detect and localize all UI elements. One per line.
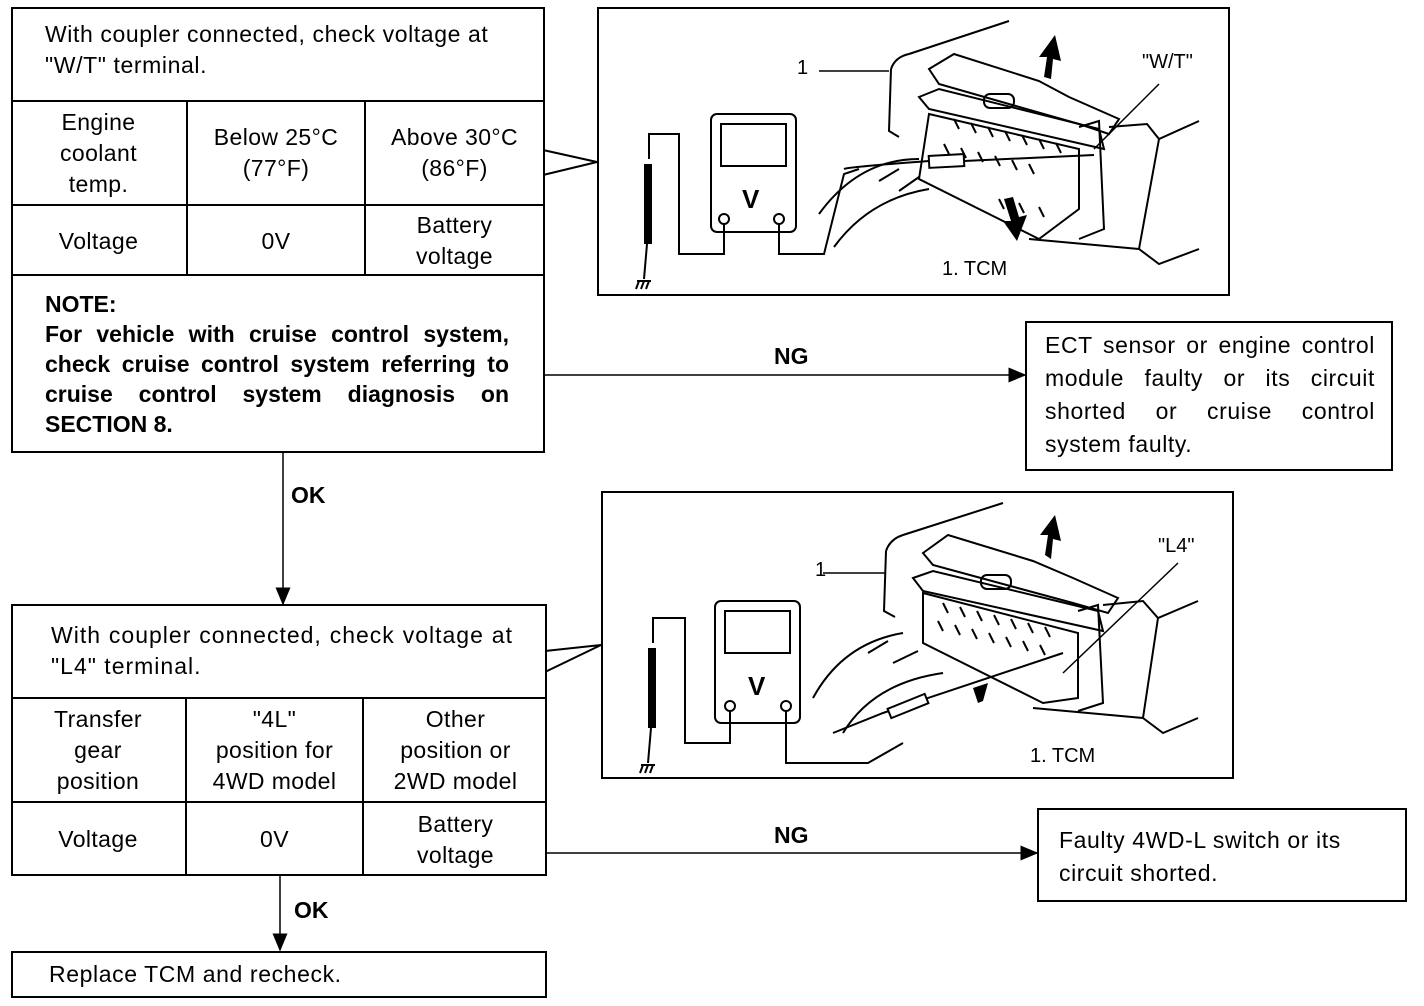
pull-down-arrow — [973, 683, 988, 703]
final-result-box: Replace TCM and recheck. — [11, 951, 547, 998]
pull-up-arrow — [1040, 515, 1061, 559]
voltmeter-lead-negative — [652, 617, 731, 744]
final-result-text: Replace TCM and recheck. — [49, 961, 342, 987]
step1-row-below-value: 0V — [188, 206, 366, 276]
step1-header-label: Engine coolant temp. — [11, 102, 188, 206]
step1-table: Engine coolant temp. Below 25°C (77°F) A… — [11, 100, 545, 276]
figure1-meter-label: V — [742, 184, 760, 214]
step1-row-above-value: Battery voltage — [416, 212, 493, 269]
voltmeter-display — [724, 610, 791, 654]
probe-lead — [832, 652, 1064, 734]
step2-row-label: Voltage — [11, 803, 187, 876]
ok1-label: OK — [291, 482, 326, 508]
step1-instruction: With coupler connected, check voltage at… — [45, 21, 489, 78]
figure2-caption: 1. TCM — [1030, 745, 1096, 767]
ground-symbol — [635, 280, 651, 290]
ok2-label: OK — [294, 897, 329, 923]
step2-box: With coupler connected, check voltage at… — [11, 604, 547, 876]
step2-header-label: Transfer gear position — [11, 699, 187, 803]
tcm-housing — [887, 20, 1010, 138]
step1-box: With coupler connected, check voltage at… — [11, 7, 545, 453]
figure1-caption: 1. TCM — [942, 258, 1008, 280]
figure1-terminal-label: "W/T" — [1142, 51, 1193, 73]
step2-header-other: Other position or 2WD model — [364, 699, 547, 803]
figure2-meter-label: V — [748, 671, 766, 701]
pull-down-arrow — [1003, 197, 1027, 241]
probe-lead — [843, 154, 1095, 170]
ground-probe — [644, 164, 652, 244]
figure1-part-number: 1 — [797, 57, 809, 79]
tcm-connector — [911, 533, 1120, 712]
ng2-result-box: Faulty 4WD-L switch or its circuit short… — [1037, 808, 1407, 902]
ng2-result-text: Faulty 4WD-L switch or its circuit short… — [1059, 827, 1341, 886]
callout-line-2 — [544, 644, 602, 673]
figure2-part-number: 1 — [815, 559, 827, 581]
ng1-result-text: ECT sensor or engine control module faul… — [1045, 332, 1375, 457]
figure2-illustration — [639, 502, 1199, 774]
tcm-housing — [882, 502, 1004, 618]
ng2-label: NG — [774, 822, 809, 848]
voltmeter-display — [720, 123, 787, 167]
hand — [812, 632, 944, 734]
step1-header-above: Above 30°C (86°F) — [366, 102, 543, 206]
step2-instruction: With coupler connected, check voltage at… — [51, 622, 513, 679]
step2-table: Transfer gear position "4L" position for… — [11, 697, 547, 876]
ng1-label: NG — [774, 343, 809, 369]
step2-row-4l-value: 0V — [187, 803, 364, 876]
hand — [818, 158, 930, 248]
voltmeter-lead-positive — [785, 711, 904, 764]
callout-line-1 — [542, 149, 598, 176]
step1-note-body: For vehicle with cruise control system, … — [45, 321, 509, 437]
step1-header-below: Below 25°C (77°F) — [188, 102, 366, 206]
ground-probe — [648, 648, 656, 728]
figure1-illustration — [635, 20, 1200, 290]
figure2-terminal-label: "L4" — [1158, 535, 1195, 557]
step1-row-label: Voltage — [11, 206, 188, 276]
voltmeter-lead-negative — [648, 133, 725, 255]
pull-up-arrow — [1039, 35, 1061, 79]
tcm-connector — [917, 52, 1121, 241]
step2-header-4l: "4L" position for 4WD model — [187, 699, 364, 803]
figure2-box: 1 "L4" V 1. TCM — [601, 491, 1234, 779]
step1-note-title: NOTE: — [45, 291, 117, 317]
step2-row-other-value: Battery voltage — [417, 810, 494, 868]
ng1-result-box: ECT sensor or engine control module faul… — [1025, 321, 1393, 471]
figure1-box: 1 "W/T" V 1. TCM — [597, 7, 1230, 296]
ground-symbol — [639, 764, 655, 774]
voltmeter-lead-positive — [778, 168, 860, 255]
